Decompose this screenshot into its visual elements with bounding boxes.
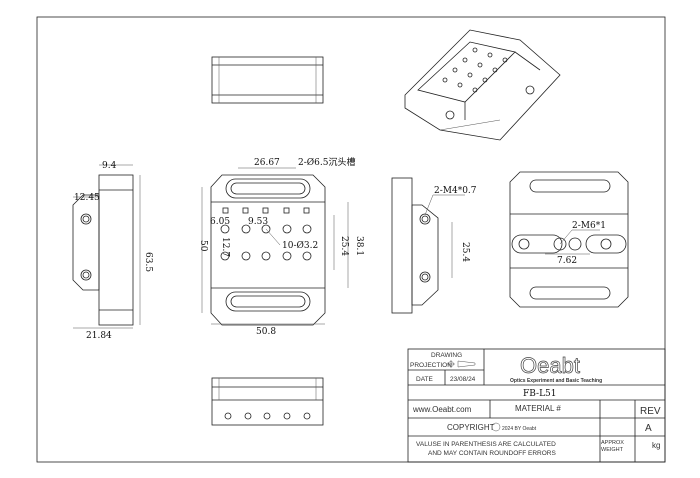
- bottom-view: [211, 377, 324, 426]
- copyright-label: COPYRIGHT: [447, 423, 495, 432]
- thread-m6-callout: 2-M6*1: [572, 221, 606, 231]
- title-block: DRAWING PROJECTION DATE 23/08/24 Oeabt O…: [407, 348, 666, 463]
- drawing-label: DRAWING: [431, 352, 462, 359]
- front-view: 26.67 2-Ø6.5沉头槽 6.05 9.53 12.7 10-Ø3.2 5…: [198, 156, 364, 337]
- projection-symbol-icon: [447, 360, 476, 368]
- left-side-view: 9.4 12.45 63.5 21.84: [72, 161, 153, 341]
- dim-slot-width: 26.67: [254, 158, 280, 168]
- dim-span-38-1: 38.1: [354, 236, 364, 256]
- dim-height-50: 50: [198, 240, 208, 252]
- note-line-1: VALUSE IN PARENTHESIS ARE CALCULATED: [416, 441, 556, 448]
- dim-hole-pitch-y: 12.7: [220, 237, 230, 257]
- part-number: FB-L51: [523, 389, 557, 399]
- oeabt-logo: Oeabt: [520, 353, 580, 378]
- weight-label-1: APPROX: [601, 440, 624, 446]
- logo-tagline: Optics Experiment and Basic Teaching: [510, 378, 602, 384]
- drawing-border: [36, 16, 666, 463]
- note-line-2: AND MAY CONTAIN ROUNDOFF ERRORS: [428, 450, 557, 457]
- right-side-view: 2-M4*0.7 25.4: [391, 177, 477, 314]
- copyright-year: 2024 BY Oeabt: [502, 426, 537, 432]
- back-view: 2-M6*1 7.62: [509, 171, 629, 308]
- dim-hole-pitch: 9.53: [248, 217, 268, 227]
- dim-side-offset: 12.45: [74, 193, 100, 203]
- website: www.Oeabt.com: [412, 405, 472, 414]
- date-value: 23/08/24: [450, 376, 476, 383]
- dim-side-span: 25.4: [460, 242, 470, 262]
- dim-m6-pitch: 7.62: [557, 256, 577, 266]
- projection-label: PROJECTION: [410, 362, 452, 369]
- top-view: [211, 56, 324, 104]
- dim-span-25-4: 25.4: [339, 236, 349, 256]
- isometric-view: [404, 29, 561, 141]
- dim-side-depth: 21.84: [86, 331, 112, 341]
- dim-width-50-8: 50.8: [256, 327, 276, 337]
- rev-label: REV: [640, 406, 661, 417]
- weight-label-2: WEIGHT: [601, 447, 624, 453]
- slot-callout: 2-Ø6.5沉头槽: [298, 156, 355, 168]
- dim-hole-offset: 6.05: [210, 217, 230, 227]
- hole-callout: 10-Ø3.2: [282, 240, 318, 251]
- date-label: DATE: [416, 376, 434, 383]
- thread-m4-callout: 2-M4*0.7: [434, 186, 477, 196]
- dim-side-thickness: 9.4: [102, 161, 117, 171]
- dim-side-height: 63.5: [143, 252, 153, 272]
- rev-value: A: [645, 423, 652, 434]
- material-label: MATERIAL #: [515, 404, 561, 413]
- copyright-symbol-icon: [491, 422, 501, 432]
- weight-unit: kg: [652, 441, 660, 450]
